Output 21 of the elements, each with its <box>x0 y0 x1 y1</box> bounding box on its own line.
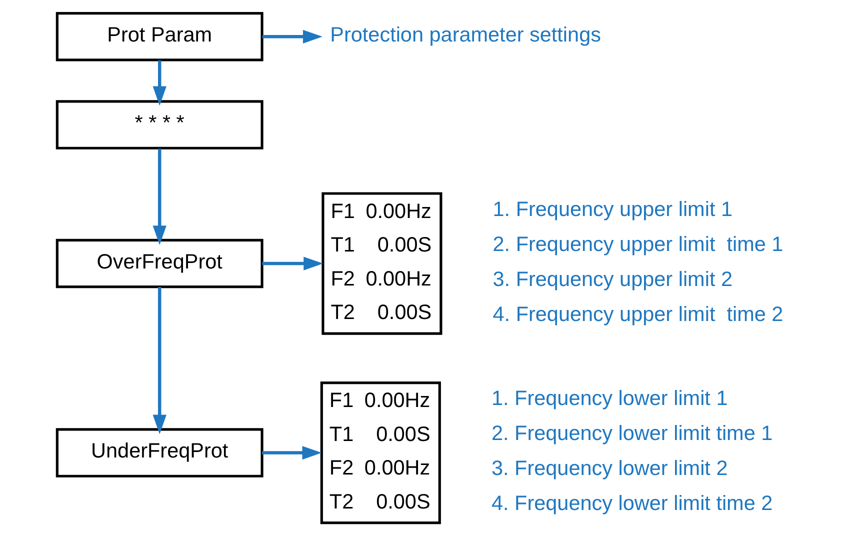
arrow <box>262 446 322 460</box>
node-box: F1 0.00Hz T1 0.00S F2 0.00Hz T2 0.00S <box>321 192 442 335</box>
node-text: Protection parameter settings <box>330 24 600 47</box>
node-box: Prot Param <box>55 12 263 62</box>
node-label: 1. Frequency upper limit 1 <box>492 198 732 221</box>
node-label: 4. Frequency upper limit time 2 <box>492 302 783 326</box>
node-box: F1 0.00Hz T1 0.00S F2 0.00Hz T2 0.00S <box>320 382 440 524</box>
node-label: 3. Frequency upper limit 2 <box>492 268 732 291</box>
node-label: 1. Frequency lower limit 1 <box>491 387 728 410</box>
node-label: 3. Frequency lower limit 2 <box>491 457 728 480</box>
arrow <box>152 286 166 434</box>
node-label: 2. Frequency lower limit time 1 <box>491 422 772 446</box>
arrow <box>152 148 166 246</box>
node-box: OverFreqProt <box>55 238 263 288</box>
node-box: * * * * <box>55 100 263 150</box>
node-label: 4. Frequency lower limit time 2 <box>491 492 772 516</box>
node-label: 2. Frequency upper limit time 1 <box>492 232 783 256</box>
node-box: UnderFreqProt <box>55 428 263 478</box>
arrow <box>152 60 166 106</box>
arrow <box>262 30 322 44</box>
arrow <box>262 256 323 270</box>
